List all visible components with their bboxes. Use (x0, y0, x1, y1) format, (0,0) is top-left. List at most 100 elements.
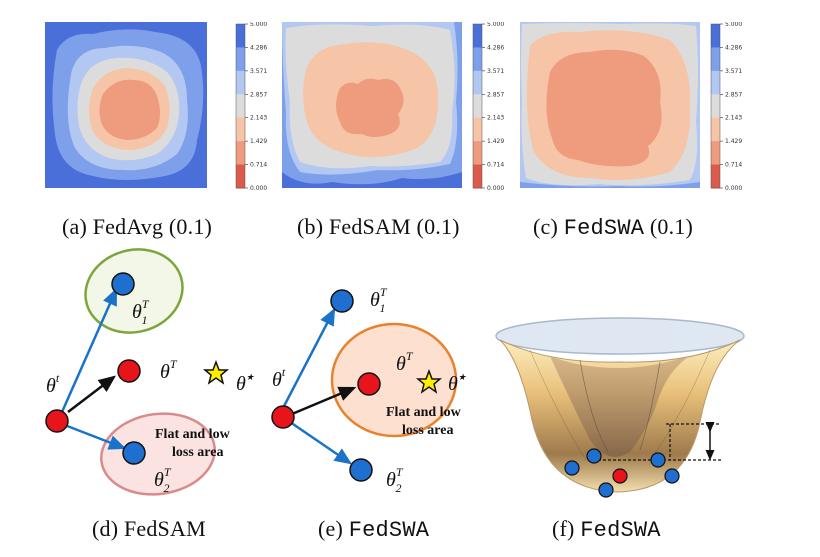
optimum-star (202, 359, 230, 385)
colorbar-tick-label: 4.286 (487, 44, 504, 51)
colorbar-segment (236, 117, 245, 142)
contour-map-c (520, 22, 700, 188)
colorbar-tick-label: 3.571 (487, 68, 504, 75)
colorbar-segment (473, 94, 482, 119)
flat-area-note-line1: Flat and low (155, 427, 231, 442)
colorbar-segment (236, 47, 245, 72)
contour-panel-a: 5.000 4.286 3.571 2.857 2.143 1.429 0.714 0.000 (45, 22, 267, 192)
colorbar-segment (711, 47, 720, 72)
colorbar-tick-label: 4.286 (725, 44, 742, 51)
contour-panel-c: 5.000 4.286 3.571 2.857 2.143 1.429 0.714 0.000 (520, 22, 742, 192)
flat-low-loss-region (100, 412, 216, 496)
colorbar-a: 5.000 4.286 3.571 2.857 2.143 1.429 0.714 0.000 (235, 22, 267, 192)
flat-area-note-line1: Flat and low (386, 405, 462, 420)
colorbar-tick-label: 1.429 (725, 138, 742, 145)
theta-global-label: θT (396, 349, 414, 375)
colorbar-segment (473, 141, 482, 166)
client1-point (330, 289, 354, 313)
theta-t-label: θt (46, 371, 60, 397)
colorbar-tick-label: 5.000 (250, 22, 267, 28)
client1-point (111, 272, 135, 296)
caption-c: (c) FedSWA (0.1) (533, 214, 693, 241)
contour-map-b (282, 22, 462, 188)
colorbar-tick-label: 0.000 (725, 185, 742, 192)
colorbar-tick-label: 3.571 (250, 68, 267, 75)
colorbar-tick-label: 5.000 (487, 22, 504, 28)
flat-area-note-line2: loss area (402, 423, 453, 438)
arrow-to-global (291, 386, 357, 416)
colorbar-tick-label: 1.429 (250, 138, 267, 145)
client-point (664, 468, 680, 484)
colorbar-segment (236, 94, 245, 119)
colorbar-tick-label: 4.286 (250, 44, 267, 51)
colorbar-segment (711, 164, 720, 189)
colorbar-segment (236, 164, 245, 189)
contour-map-a (45, 22, 207, 188)
arrow-to-client1 (280, 307, 336, 411)
theta-global-label: θT (160, 357, 178, 383)
colorbar-tick-label: 2.857 (725, 91, 742, 98)
flat-area-note-line2: loss area (172, 445, 223, 460)
basin-contour-line (649, 349, 711, 461)
colorbar-segment (473, 117, 482, 142)
arrow-to-global (67, 375, 116, 413)
colorbar-tick-label: 2.143 (725, 115, 742, 122)
colorbar-frame (710, 23, 721, 189)
global-model-point (357, 372, 381, 396)
colorbar-tick-label: 0.714 (250, 162, 267, 169)
theta-star-label: θ★ (236, 372, 255, 395)
flat-low-loss-region (330, 322, 458, 438)
basin-inner-surface (550, 356, 690, 457)
client-point (564, 460, 580, 476)
colorbar-segment (711, 70, 720, 95)
arrow-to-client2 (289, 420, 353, 465)
client-point (598, 482, 614, 498)
colorbar-tick-label: 2.857 (250, 91, 267, 98)
theta-star-label: θ★ (448, 372, 467, 395)
caption-b: (b) FedSAM (0.1) (297, 214, 460, 239)
colorbar-tick-label: 0.000 (250, 185, 267, 192)
colorbar-segment (473, 24, 482, 48)
colorbar-segment (473, 164, 482, 189)
caption-d: (d) FedSAM (92, 516, 206, 541)
basin-contour-line (579, 359, 609, 453)
colorbar-segment (236, 70, 245, 95)
colorbar-segment (473, 47, 482, 72)
caption-f: (f) FedSWA (552, 516, 661, 543)
client2-point (122, 441, 146, 465)
optimum-star (415, 368, 443, 394)
caption-a: (a) FedAvg (0.1) (62, 214, 213, 239)
colorbar-tick-label: 1.429 (487, 138, 504, 145)
colorbar-c: 5.000 4.286 3.571 2.857 2.143 1.429 0.714 0.000 (710, 22, 742, 192)
colorbar-segment (473, 70, 482, 95)
caption-e: (e) FedSWA (318, 516, 430, 543)
colorbar-tick-label: 0.714 (487, 162, 504, 169)
colorbar-segment (711, 94, 720, 119)
client-point (586, 448, 602, 464)
colorbar-tick-label: 5.000 (725, 22, 742, 28)
client-point (650, 452, 666, 468)
client2-point (349, 458, 373, 482)
colorbar-tick-label: 2.143 (250, 115, 267, 122)
colorbar-tick-label: 3.571 (725, 68, 742, 75)
arrow-to-client1 (60, 287, 118, 413)
colorbar-tick-label: 0.714 (725, 162, 742, 169)
initial-model-point (45, 409, 69, 433)
arrow-to-client2 (61, 422, 127, 450)
colorbar-segment (711, 141, 720, 166)
colorbar-tick-label: 2.143 (487, 115, 504, 122)
global-model-point (117, 359, 141, 383)
basin-contour-line (529, 349, 587, 461)
loss-basin-3d (495, 317, 745, 498)
client1-region (84, 248, 184, 334)
colorbar-frame (235, 23, 246, 189)
basin-rim (495, 317, 745, 355)
colorbar-segment (236, 141, 245, 166)
